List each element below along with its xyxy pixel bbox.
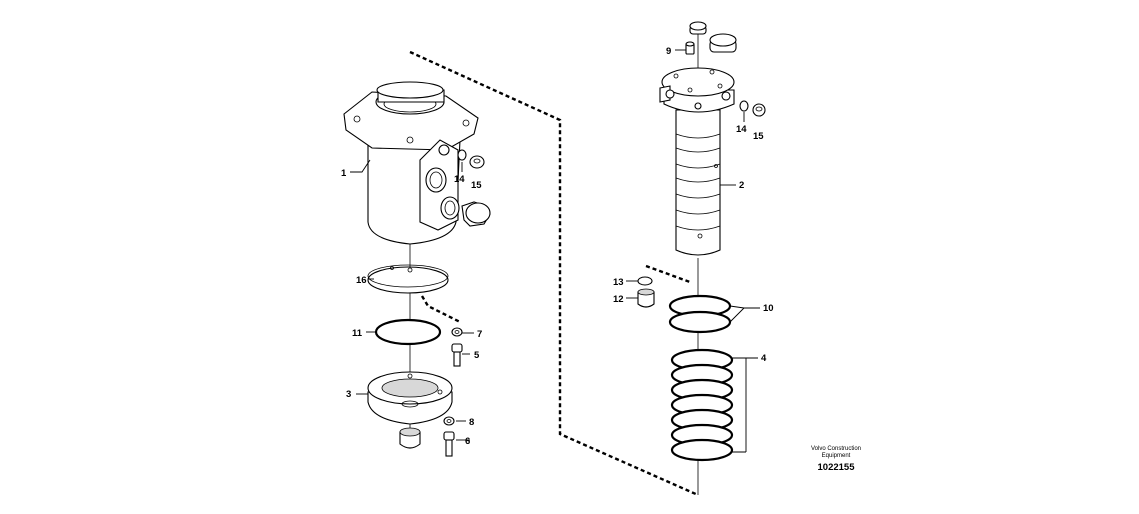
screw-5: [451, 343, 463, 367]
housing-part-1: [343, 81, 479, 245]
cover-part-3: [367, 371, 453, 425]
plate-part-16: [367, 264, 449, 294]
callout-12: 12: [613, 294, 624, 305]
callout-1: 1: [341, 168, 347, 179]
callout-16: 16: [356, 275, 367, 286]
callout-15-left: 15: [471, 180, 482, 191]
plug-12: [637, 288, 655, 308]
callout-7: 7: [477, 329, 482, 340]
callout-2: 2: [739, 180, 744, 191]
plug-15-left: [469, 155, 485, 169]
callout-6: 6: [465, 436, 470, 447]
plug-top-left: [689, 21, 707, 35]
seals-part-10: [668, 294, 732, 334]
callout-14-right: 14: [736, 124, 747, 135]
washer-7: [451, 327, 463, 337]
callout-4: 4: [761, 353, 767, 364]
figure-number: 1022155: [817, 462, 855, 473]
assembly-dashed-line-lower-left: [420, 295, 461, 324]
plug-housing: [461, 201, 491, 227]
screw-6: [443, 431, 455, 457]
plug-top-right: [709, 33, 737, 53]
brand-caption: Volvo Construction Equipment: [810, 446, 862, 459]
callout-15-right: 15: [753, 131, 764, 142]
washer-8: [443, 416, 455, 426]
ring-13: [637, 276, 653, 286]
callout-9: 9: [666, 46, 671, 57]
callout-3: 3: [346, 389, 351, 400]
assembly-dashed-line-main: [409, 50, 699, 497]
assembly-dashed-line-right: [645, 264, 691, 284]
callout-11: 11: [352, 328, 363, 339]
plug-cover: [399, 427, 421, 449]
oring-part-11: [374, 318, 442, 346]
callout-14-left: 14: [454, 174, 465, 185]
callout-8: 8: [469, 417, 474, 428]
plug-15-right: [752, 103, 766, 117]
rotor-part-2: [659, 67, 735, 256]
callout-13: 13: [613, 277, 624, 288]
callout-10: 10: [763, 303, 774, 314]
callout-5: 5: [474, 350, 480, 361]
washer-14-left: [457, 149, 467, 161]
leader-lines: [350, 49, 760, 453]
seal-stack-part-4: [670, 348, 734, 462]
washer-14-right: [739, 100, 749, 112]
plug-9: [685, 41, 695, 55]
